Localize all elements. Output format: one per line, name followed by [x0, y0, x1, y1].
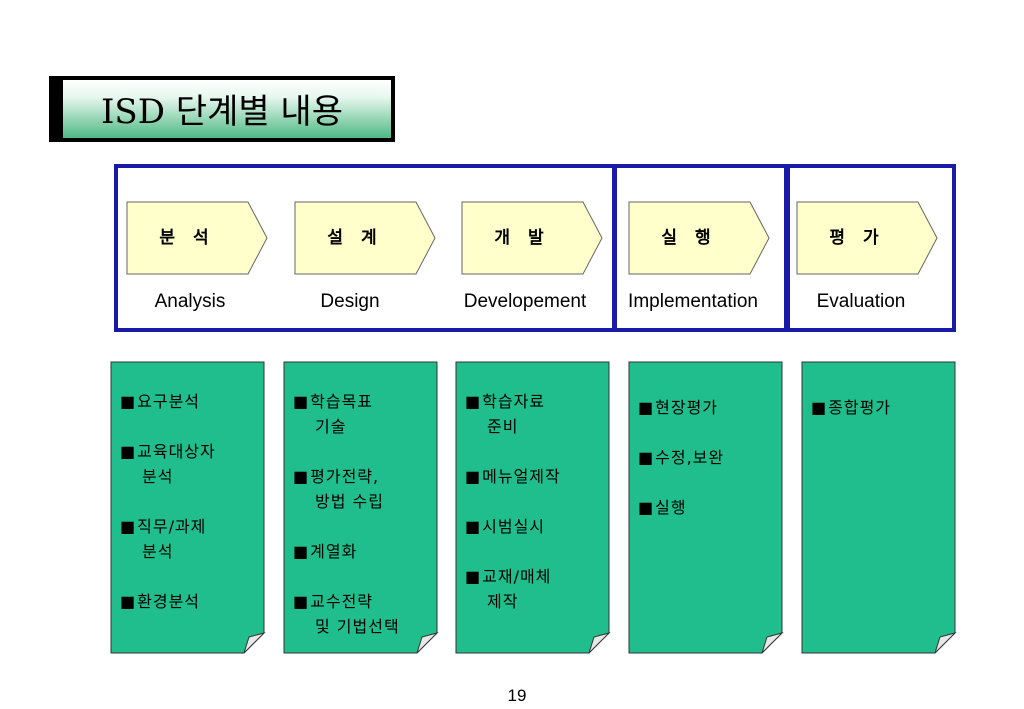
- square-bullet-icon: ■: [120, 592, 137, 611]
- square-bullet-icon: ■: [638, 498, 655, 517]
- square-bullet-icon: ■: [293, 392, 310, 411]
- square-bullet-icon: ■: [120, 392, 137, 411]
- note-item-text: 메뉴얼제작: [482, 467, 561, 486]
- note-item: ■환경분석: [120, 589, 260, 614]
- phase-chevron-analysis: 분 석: [126, 201, 268, 275]
- note-implementation: ■현장평가■수정,보완■실행: [628, 361, 784, 655]
- note-item-text: 평가전략,: [310, 467, 380, 486]
- note-item-text: 요구분석: [137, 392, 201, 411]
- phase-english-label: Analysis: [154, 291, 226, 312]
- phase-english-label: Evaluation: [816, 291, 906, 312]
- chevron-shape-icon: [126, 201, 268, 275]
- note-item-text: 교육대상자: [137, 442, 216, 461]
- square-bullet-icon: ■: [120, 442, 137, 461]
- note-item-text: 학습자료: [482, 392, 546, 411]
- phase-chevron-evaluation: 평 가: [796, 201, 938, 275]
- note-item-text-line2: 기술: [315, 417, 347, 436]
- phase-english-label: Design: [320, 291, 380, 312]
- phase-english-label: Developement: [463, 291, 587, 312]
- chevron-shape-icon: [628, 201, 770, 275]
- note-item-text: 실행: [655, 498, 687, 517]
- square-bullet-icon: ■: [465, 392, 482, 411]
- square-bullet-icon: ■: [465, 567, 482, 586]
- note-item-text: 교수전략: [310, 592, 374, 611]
- note-item-text: 계열화: [310, 542, 358, 561]
- note-item-text: 수정,보완: [655, 448, 725, 467]
- note-shape-icon: [110, 361, 266, 654]
- square-bullet-icon: ■: [638, 398, 655, 417]
- square-bullet-icon: ■: [811, 398, 828, 417]
- note-item: ■요구분석: [120, 389, 260, 414]
- note-shape-icon: [283, 361, 439, 654]
- note-item-text: 환경분석: [137, 592, 201, 611]
- note-item-list: ■현장평가■수정,보완■실행: [638, 395, 778, 545]
- note-item-text: 학습목표: [310, 392, 374, 411]
- phase-chevron-development: 개 발: [461, 201, 603, 275]
- phase-label: 실 행: [661, 228, 717, 248]
- square-bullet-icon: ■: [638, 448, 655, 467]
- square-bullet-icon: ■: [465, 467, 482, 486]
- phase-frame-implementation: [612, 164, 790, 332]
- note-item-text-line2: 및 기법선택: [315, 617, 400, 636]
- square-bullet-icon: ■: [465, 517, 482, 536]
- note-item-list: ■종합평가: [811, 395, 951, 445]
- phase-label: 설 계: [327, 228, 383, 248]
- note-item-text: 교재/매체: [482, 567, 552, 586]
- note-item-text-line2: 분석: [142, 542, 174, 561]
- phase-label: 개 발: [494, 228, 550, 248]
- note-item: ■계열화: [293, 539, 433, 564]
- phase-chevron-design: 설 계: [294, 201, 436, 275]
- title-box: ISD 단계별 내용: [49, 76, 395, 142]
- note-item: ■시범실시: [465, 514, 605, 539]
- phase-frame-evaluation: [784, 164, 956, 332]
- note-shape-icon: [455, 361, 611, 654]
- note-shape-icon: [628, 361, 784, 654]
- square-bullet-icon: ■: [293, 467, 310, 486]
- phase-chevron-implementation: 실 행: [628, 201, 770, 275]
- square-bullet-icon: ■: [293, 592, 310, 611]
- note-item: ■실행: [638, 495, 778, 520]
- note-item-text-line2: 준비: [487, 417, 519, 436]
- note-item-text-line2: 방법 수립: [315, 492, 384, 511]
- phase-label: 분 석: [159, 228, 215, 248]
- note-item: ■현장평가: [638, 395, 778, 420]
- note-item: ■종합평가: [811, 395, 951, 420]
- chevron-shape-icon: [796, 201, 938, 275]
- page-title: ISD 단계별 내용: [101, 92, 343, 132]
- note-item: ■수정,보완: [638, 445, 778, 470]
- note-item-text-line2: 분석: [142, 467, 174, 486]
- note-shape-icon: [801, 361, 957, 654]
- note-item: ■평가전략, 방법 수립: [293, 464, 433, 514]
- chevron-shape-icon: [294, 201, 436, 275]
- note-item: ■메뉴얼제작: [465, 464, 605, 489]
- square-bullet-icon: ■: [120, 517, 137, 536]
- note-item-text: 종합평가: [828, 398, 892, 417]
- chevron-shape-icon: [461, 201, 603, 275]
- note-item-text: 직무/과제: [137, 517, 207, 536]
- title-gradient-panel: ISD 단계별 내용: [63, 80, 391, 138]
- phase-label: 평 가: [829, 228, 885, 248]
- note-item-text-line2: 제작: [487, 592, 519, 611]
- note-item-text: 현장평가: [655, 398, 719, 417]
- note-evaluation: ■종합평가: [801, 361, 957, 655]
- square-bullet-icon: ■: [293, 542, 310, 561]
- note-item-text: 시범실시: [482, 517, 546, 536]
- phase-english-label: Implementation: [628, 291, 758, 312]
- page-number: 19: [507, 686, 527, 705]
